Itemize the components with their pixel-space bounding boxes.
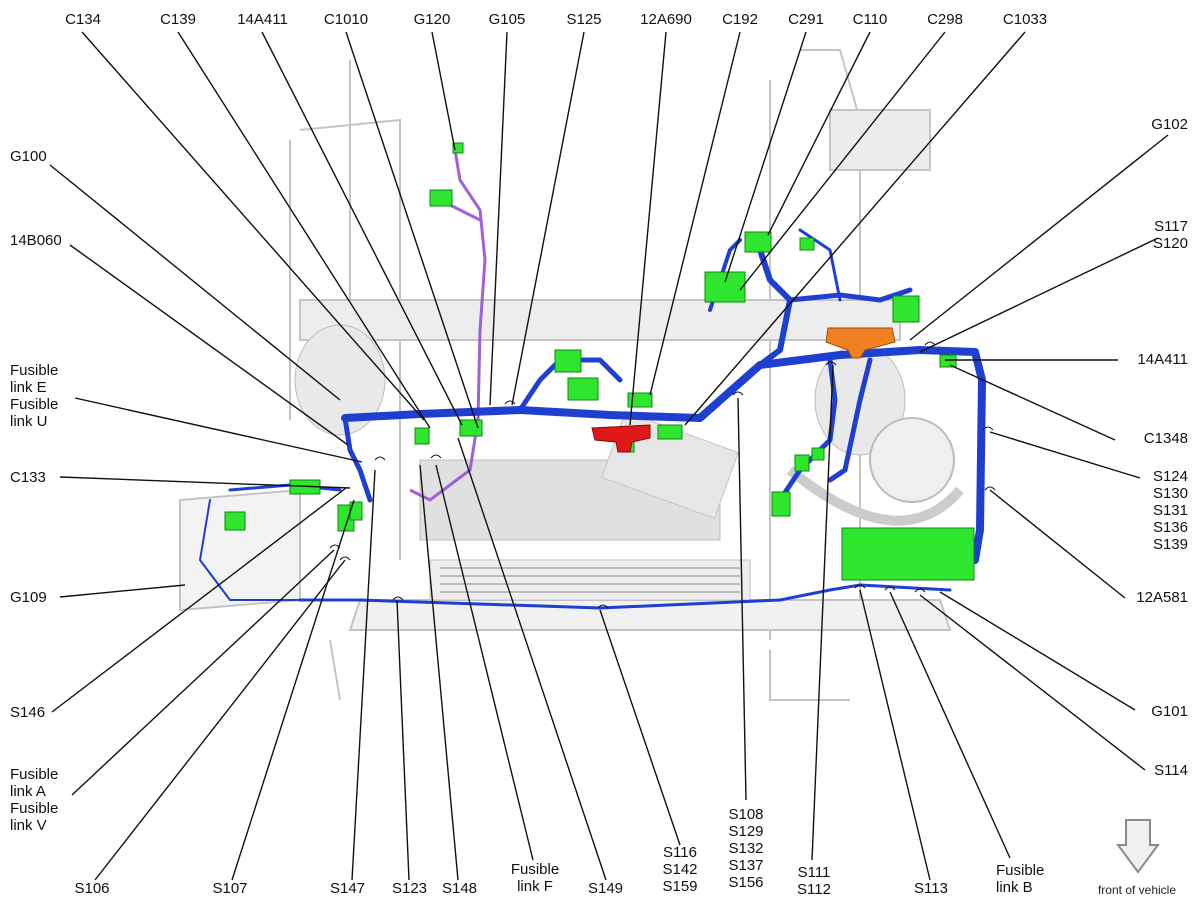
label-g101: G101 xyxy=(1151,703,1188,720)
label-fusible-link-e-u: Fusible link E Fusible link U xyxy=(10,362,59,430)
label-g102: G102 xyxy=(1151,116,1188,133)
label-c298: C298 xyxy=(927,11,963,28)
label-s148: S148 xyxy=(441,880,478,897)
label-s117-s120: S117 S120 xyxy=(1152,218,1188,252)
label-c1348: C1348 xyxy=(1143,430,1188,447)
label-c110: C110 xyxy=(852,11,888,28)
label-g105: G105 xyxy=(488,11,526,28)
front-of-vehicle-caption: front of vehicle xyxy=(1097,883,1177,897)
label-s113: S113 xyxy=(914,880,948,897)
label-g109: G109 xyxy=(10,589,47,606)
label-14a411-right: 14A411 xyxy=(1137,351,1188,368)
label-s106: S106 xyxy=(74,880,110,897)
label-s147: S147 xyxy=(329,880,366,897)
red-relay xyxy=(591,424,651,453)
label-14b060: 14B060 xyxy=(10,232,62,249)
leader-lines xyxy=(49,31,1169,881)
label-s146: S146 xyxy=(10,704,46,721)
vehicle-body xyxy=(179,49,952,701)
label-s114: S114 xyxy=(1154,762,1188,779)
label-c133: C133 xyxy=(10,469,46,486)
connectors xyxy=(224,142,975,581)
label-s111-group: S111 S112 xyxy=(797,864,831,898)
label-s107: S107 xyxy=(212,880,248,897)
splice-markers xyxy=(329,341,996,609)
label-c1010: C1010 xyxy=(323,11,369,28)
label-s124-group: S124 S130 S131 S136 S139 xyxy=(1152,468,1188,553)
label-s123: S123 xyxy=(391,880,428,897)
label-s149: S149 xyxy=(587,880,624,897)
label-fusible-link-b: Fusible link B xyxy=(996,862,1045,896)
label-c291: C291 xyxy=(788,11,824,28)
label-g100: G100 xyxy=(10,148,47,165)
label-c192: C192 xyxy=(722,11,758,28)
label-s125: S125 xyxy=(566,11,602,28)
label-12a690: 12A690 xyxy=(640,11,692,28)
label-s108-group: S108 S129 S132 S137 S156 xyxy=(728,806,764,891)
label-fusible-link-f: Fusible link F xyxy=(510,861,560,895)
label-s116-group: S116 S142 S159 xyxy=(662,844,698,895)
down-arrow-icon xyxy=(1116,819,1160,874)
orange-junction xyxy=(825,327,896,359)
label-12a581: 12A581 xyxy=(1136,589,1188,606)
label-c139: C139 xyxy=(160,11,196,28)
label-c1033: C1033 xyxy=(1002,11,1048,28)
label-g120: G120 xyxy=(413,11,451,28)
label-14a411-top: 14A411 xyxy=(237,11,288,28)
purple-wire xyxy=(409,149,487,502)
label-fusible-link-a-v: Fusible link A Fusible link V xyxy=(10,766,59,834)
label-c134: C134 xyxy=(65,11,101,28)
